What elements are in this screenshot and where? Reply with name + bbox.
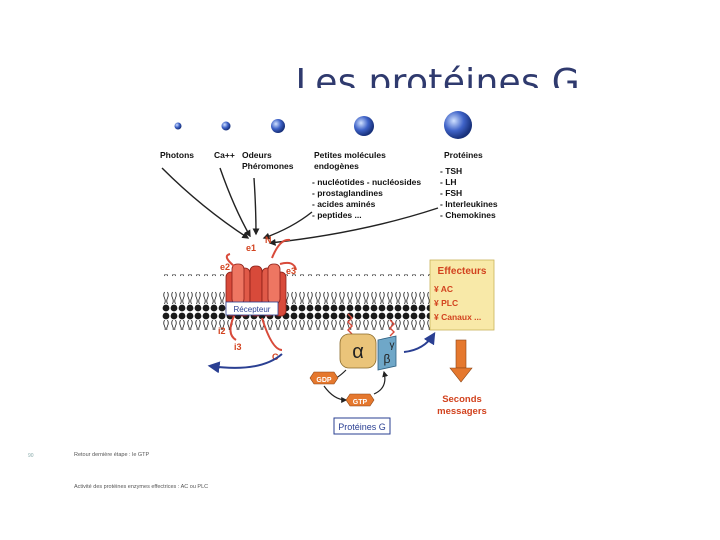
label-e3: e3 bbox=[286, 266, 296, 276]
proteines-item-2: - FSH bbox=[440, 188, 462, 198]
note-bullet: 90 bbox=[28, 453, 34, 459]
seconds-messagers-arrow bbox=[449, 339, 473, 383]
proteines-item-0: - TSH bbox=[440, 166, 462, 176]
g-protein-trimer: α β γ bbox=[339, 333, 397, 371]
label-i2: i2 bbox=[218, 326, 226, 336]
label-N: N bbox=[265, 235, 272, 245]
receptor-label: Récepteur bbox=[234, 305, 271, 314]
c-term-arrow bbox=[207, 353, 283, 374]
gamma-label: γ bbox=[390, 340, 395, 351]
odeur-ball-icon bbox=[271, 119, 285, 133]
slide-notes: 90 Retour dernière étape : le GTP Activi… bbox=[28, 446, 428, 510]
effecteur-item-1: ¥ PLC bbox=[434, 298, 458, 308]
label-pheromones: Phéromones bbox=[242, 161, 294, 171]
alpha-subunit bbox=[339, 333, 377, 369]
proteines-item-3: - Interleukines bbox=[440, 199, 498, 209]
activation-arrow bbox=[403, 331, 436, 353]
label-photons: Photons bbox=[160, 150, 194, 160]
effecteur-item-0: ¥ AC bbox=[434, 284, 453, 294]
petites-item-1: - prostaglandines bbox=[312, 188, 383, 198]
note-text: Activité des protéines enzymes effectric… bbox=[74, 484, 209, 490]
beta-label: β bbox=[384, 352, 391, 366]
seconds-label: Seconds bbox=[442, 394, 482, 405]
label-e2: e2 bbox=[220, 262, 230, 272]
effecteurs-box: Effecteurs ¥ AC ¥ PLC ¥ Canaux ... bbox=[429, 259, 495, 331]
receptor-label-box bbox=[225, 301, 279, 316]
petite-molecule-ball-icon bbox=[354, 116, 374, 136]
proteines-g-box: Protéines G bbox=[333, 417, 391, 435]
note-text: Retour dernière étape : le GTP bbox=[74, 452, 150, 458]
messagers-label: messagers bbox=[437, 406, 487, 417]
proteines-item-1: - LH bbox=[440, 177, 457, 187]
g-protein-figure: Photons Ca++ Odeurs Phéromones Petites m… bbox=[122, 88, 581, 464]
g-protein-diagram: Photons Ca++ Odeurs Phéromones Petites m… bbox=[160, 111, 498, 435]
note-row: 90 Retour dernière étape : le GTP bbox=[28, 446, 428, 478]
label-proteines: Protéines bbox=[444, 150, 483, 160]
label-e1: e1 bbox=[246, 243, 256, 253]
petites-item-3: - peptides ... bbox=[312, 210, 362, 220]
proteines-g-label: Protéines G bbox=[338, 422, 386, 432]
label-i3: i3 bbox=[234, 342, 242, 352]
membrane-right bbox=[424, 274, 432, 330]
ligand-balls bbox=[174, 111, 472, 139]
effecteur-item-2: ¥ Canaux ... bbox=[434, 312, 481, 322]
receptor: Récepteur bbox=[225, 238, 297, 351]
label-odeurs: Odeurs bbox=[242, 150, 272, 160]
petites-item-2: - acides aminés bbox=[312, 199, 376, 209]
gtp-badge: GTP bbox=[345, 393, 375, 407]
note-row: Activité des protéines enzymes effectric… bbox=[28, 478, 428, 510]
label-endogenes: endogènes bbox=[314, 161, 359, 171]
proteines-item-4: - Chemokines bbox=[440, 210, 496, 220]
petites-item-0: - nucléotides - nucléosides bbox=[312, 177, 421, 187]
gdp-label: GDP bbox=[316, 377, 332, 384]
gtp-label: GTP bbox=[353, 399, 368, 406]
alpha-label: α bbox=[352, 341, 364, 363]
ligand-arrows bbox=[161, 167, 439, 246]
label-calcium: Ca++ bbox=[214, 150, 235, 160]
label-petites-molecules: Petites molécules bbox=[314, 150, 386, 160]
membrane-left bbox=[162, 274, 424, 330]
calcium-ball-icon bbox=[221, 121, 231, 131]
photon-ball-icon bbox=[174, 122, 182, 130]
beta-subunit bbox=[377, 335, 397, 371]
label-C: C bbox=[272, 352, 279, 362]
effecteurs-title: Effecteurs bbox=[438, 266, 487, 277]
proteine-ball-icon bbox=[444, 111, 472, 139]
gdp-badge: GDP bbox=[309, 371, 339, 385]
